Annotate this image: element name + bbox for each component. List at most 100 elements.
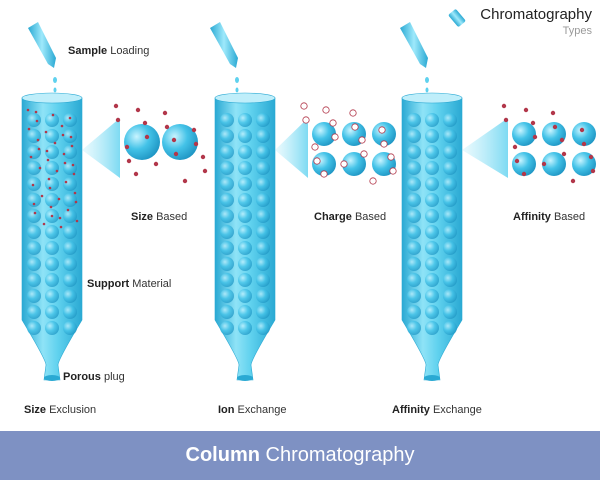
inset-particle bbox=[570, 178, 576, 184]
inset-bead bbox=[512, 122, 536, 146]
bead bbox=[238, 241, 252, 255]
bead bbox=[27, 161, 41, 175]
label-support-material: Support Material bbox=[87, 278, 172, 290]
bead bbox=[63, 225, 77, 239]
page-subtitle: Types bbox=[562, 25, 592, 37]
bead bbox=[443, 289, 457, 303]
inset-particle bbox=[530, 120, 536, 126]
sample-particle bbox=[46, 158, 50, 162]
bead bbox=[45, 177, 59, 191]
inset-particle bbox=[153, 161, 159, 167]
bead bbox=[407, 193, 421, 207]
bead bbox=[238, 113, 252, 127]
inset-particle bbox=[561, 151, 567, 157]
bead bbox=[220, 225, 234, 239]
inset-particle bbox=[171, 137, 177, 143]
bead bbox=[256, 305, 270, 319]
sample-particle bbox=[35, 119, 39, 123]
sample-particle bbox=[69, 135, 73, 139]
sample-particle bbox=[27, 127, 31, 131]
bead bbox=[256, 209, 270, 223]
bead bbox=[407, 177, 421, 191]
bead bbox=[220, 177, 234, 191]
inset-bead bbox=[124, 124, 160, 160]
pipette-1 bbox=[28, 22, 57, 93]
bead bbox=[27, 273, 41, 287]
bead bbox=[256, 241, 270, 255]
porous-plug bbox=[237, 375, 253, 381]
bead bbox=[63, 257, 77, 271]
bead bbox=[27, 289, 41, 303]
bead bbox=[443, 177, 457, 191]
bead bbox=[220, 209, 234, 223]
bead bbox=[238, 321, 252, 335]
droplet bbox=[235, 77, 239, 83]
inset-particle bbox=[369, 177, 377, 185]
sample-particle bbox=[61, 133, 65, 137]
bead bbox=[425, 273, 439, 287]
bead bbox=[407, 305, 421, 319]
droplet bbox=[53, 87, 57, 93]
bead bbox=[425, 241, 439, 255]
inset-particle bbox=[311, 143, 319, 151]
inset-particle bbox=[581, 141, 587, 147]
bead bbox=[256, 129, 270, 143]
sample-particle bbox=[58, 216, 62, 220]
inset-particle bbox=[503, 117, 509, 123]
affinity-exchange-column bbox=[401, 92, 463, 381]
sample-particle bbox=[26, 108, 30, 112]
label-ion-exchange: Ion Exchange bbox=[218, 404, 287, 416]
sample-particle bbox=[62, 152, 66, 156]
inset-bead bbox=[512, 152, 536, 176]
bead bbox=[407, 113, 421, 127]
bead bbox=[425, 305, 439, 319]
bead bbox=[407, 273, 421, 287]
magnifier-beam bbox=[275, 118, 308, 178]
charge-based-inset bbox=[275, 102, 397, 185]
sample-particle bbox=[40, 194, 44, 198]
bead bbox=[63, 273, 77, 287]
inset-particle bbox=[349, 109, 357, 117]
inset-particle bbox=[514, 158, 520, 164]
bead bbox=[238, 161, 252, 175]
inset-particle bbox=[126, 158, 132, 164]
sample-particle bbox=[42, 222, 46, 226]
label-sample-loading: Sample Loading bbox=[68, 45, 150, 57]
column-rim bbox=[21, 92, 83, 104]
bead bbox=[63, 129, 77, 143]
size-based-inset bbox=[82, 103, 208, 184]
sample-particle bbox=[44, 130, 48, 134]
bead bbox=[256, 161, 270, 175]
label-porous-plug: Porous plug bbox=[63, 371, 125, 383]
inset-particle bbox=[380, 140, 388, 148]
sample-particle bbox=[47, 177, 51, 181]
sample-particle bbox=[51, 113, 55, 117]
bead bbox=[407, 145, 421, 159]
bead bbox=[443, 241, 457, 255]
sample-particle bbox=[68, 116, 72, 120]
inset-bead bbox=[572, 122, 596, 146]
inset-particle bbox=[532, 134, 538, 140]
inset-particle bbox=[300, 102, 308, 110]
bead bbox=[220, 193, 234, 207]
sample-particle bbox=[64, 180, 68, 184]
droplet bbox=[425, 77, 429, 83]
label-charge-based: Charge Based bbox=[314, 211, 387, 223]
bead bbox=[443, 305, 457, 319]
bead bbox=[238, 257, 252, 271]
bead bbox=[220, 289, 234, 303]
sample-particle bbox=[48, 186, 52, 190]
bead bbox=[27, 209, 41, 223]
inset-particle bbox=[552, 124, 558, 130]
porous-plug bbox=[424, 375, 440, 381]
sample-particle bbox=[57, 197, 61, 201]
inset-particle bbox=[320, 170, 328, 178]
bead bbox=[45, 321, 59, 335]
bead bbox=[45, 161, 59, 175]
bead bbox=[256, 321, 270, 335]
bead bbox=[425, 145, 439, 159]
bead bbox=[443, 321, 457, 335]
sample-particle bbox=[32, 202, 36, 206]
bead bbox=[27, 193, 41, 207]
